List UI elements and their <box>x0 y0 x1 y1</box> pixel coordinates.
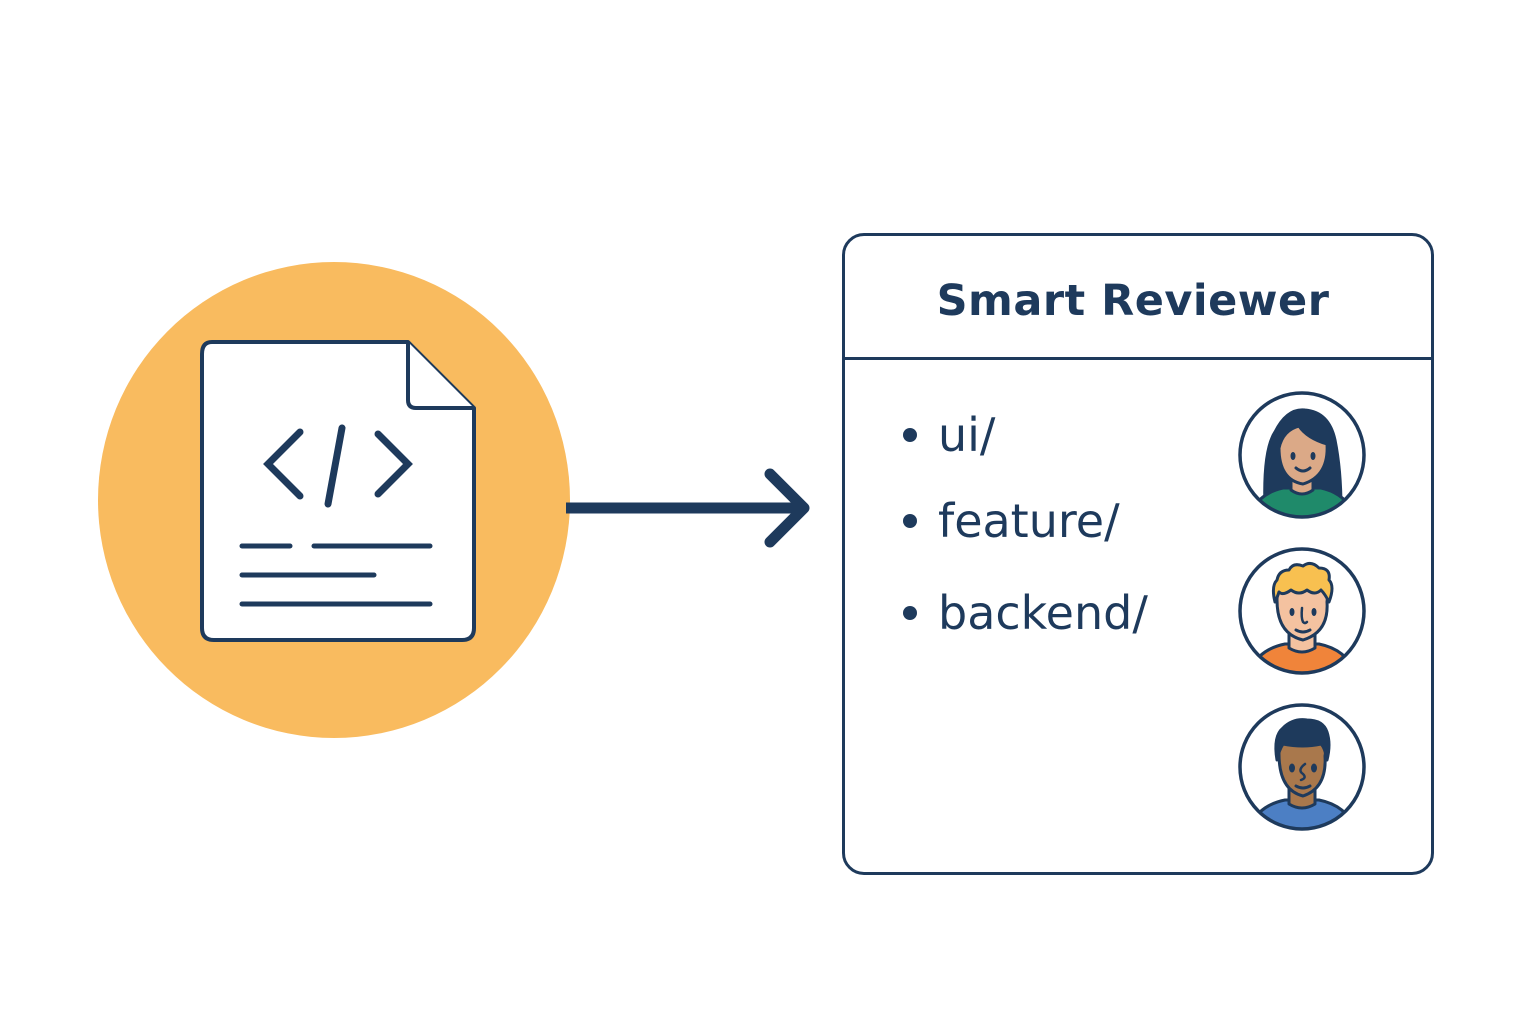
path-item-feature: feature/ <box>903 494 1120 548</box>
right-arrow-icon <box>566 468 810 548</box>
text-lines-icon <box>239 543 433 607</box>
code-file-icon <box>200 340 476 642</box>
path-label: ui/ <box>938 408 996 462</box>
bullet-icon <box>903 428 917 442</box>
bullet-icon <box>903 606 917 620</box>
man-dark-avatar-icon <box>1238 703 1366 831</box>
woman-avatar-icon <box>1238 391 1366 519</box>
code-brackets-icon <box>263 424 413 508</box>
bullet-icon <box>903 514 917 528</box>
smart-reviewer-card: Smart Reviewer ui/ feature/ backend/ <box>842 233 1434 875</box>
card-header: Smart Reviewer <box>845 236 1431 360</box>
man-blond-avatar-icon <box>1238 547 1366 675</box>
path-label: feature/ <box>938 494 1120 548</box>
path-item-backend: backend/ <box>903 586 1148 640</box>
path-label: backend/ <box>938 586 1148 640</box>
card-title: Smart Reviewer <box>936 276 1330 326</box>
path-item-ui: ui/ <box>903 408 995 462</box>
